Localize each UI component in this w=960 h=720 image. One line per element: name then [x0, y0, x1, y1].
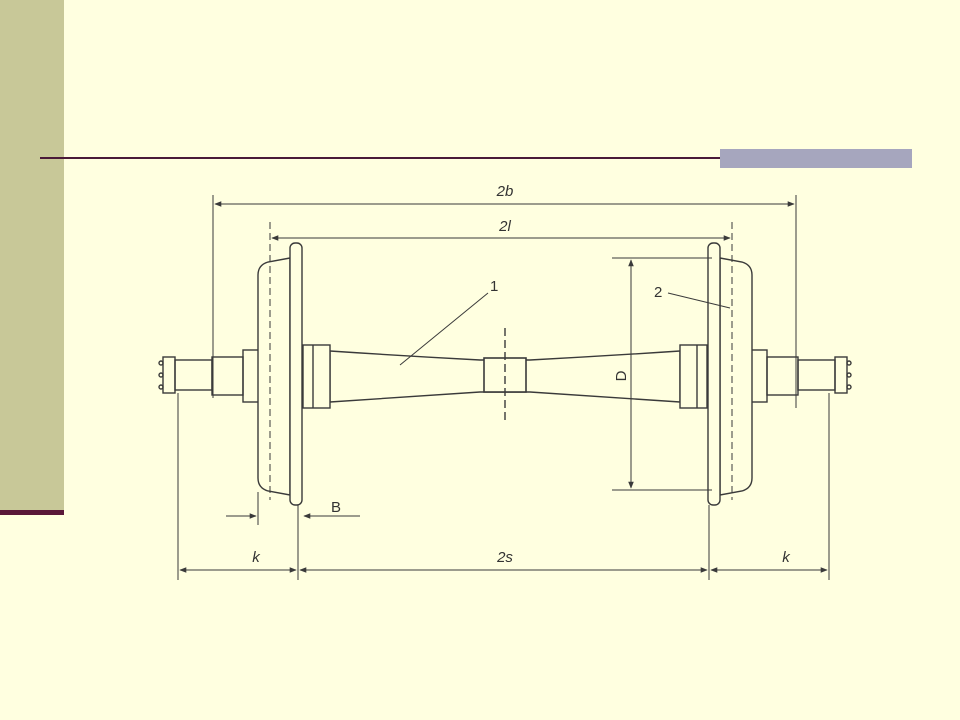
- dimension-D: [612, 257, 712, 491]
- dimension-2b: [212, 195, 797, 408]
- dimension-B: [226, 492, 360, 525]
- label-B: B: [331, 499, 341, 516]
- title-accent-bar: [720, 149, 912, 168]
- sidebar-underline: [0, 510, 64, 515]
- callout-2-leader: [667, 292, 731, 309]
- dimension-bottom: [177, 393, 830, 580]
- label-k-right: k: [782, 549, 791, 566]
- label-callout-1: 1: [490, 278, 498, 295]
- callout-1-leader: [399, 292, 489, 366]
- label-k-left: k: [252, 549, 261, 566]
- right-wheel: [707, 222, 753, 506]
- left-sidebar-panel: [0, 0, 64, 512]
- title-rule: [40, 157, 912, 159]
- right-journal: [750, 349, 852, 403]
- label-2s: 2s: [496, 549, 513, 566]
- label-D: D: [613, 370, 630, 381]
- axle-body: [302, 328, 708, 420]
- left-journal: [158, 349, 260, 403]
- left-wheel: [257, 222, 303, 506]
- label-2l: 2l: [498, 218, 511, 235]
- label-callout-2: 2: [654, 284, 662, 301]
- label-2b: 2b: [496, 183, 514, 200]
